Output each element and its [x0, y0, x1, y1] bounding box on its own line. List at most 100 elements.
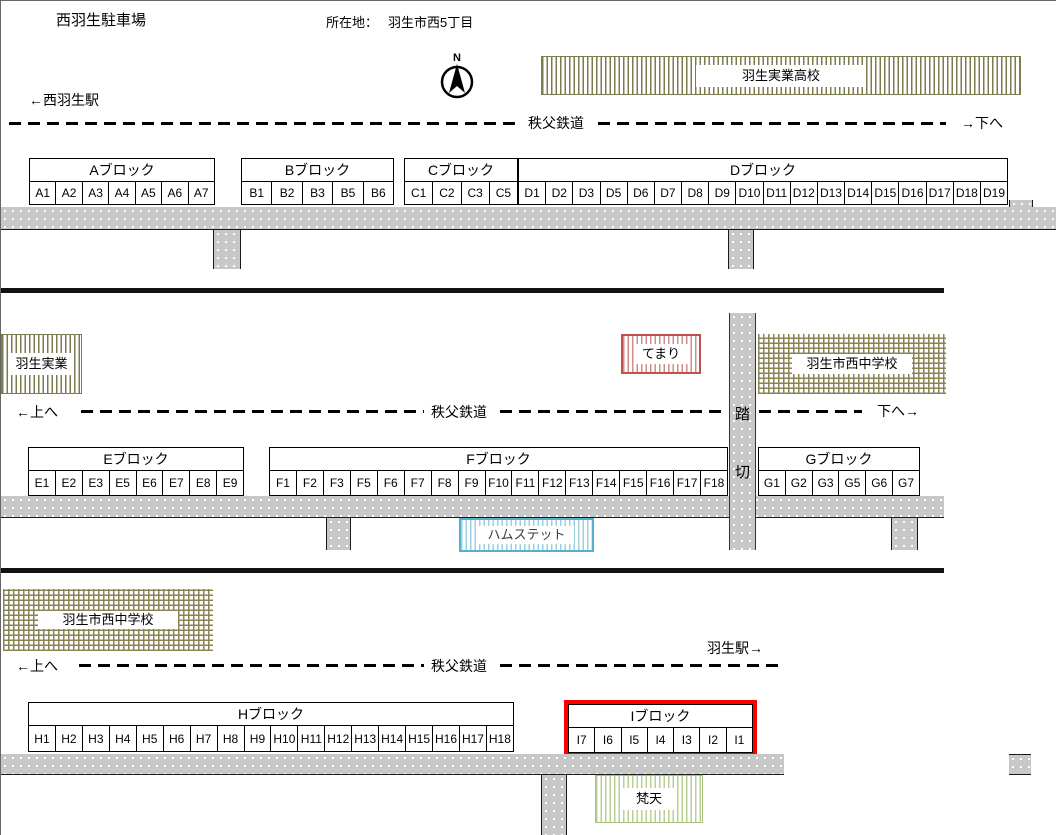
- landmark-label: てまり: [633, 344, 689, 364]
- road-stub-top-right: [1009, 200, 1033, 208]
- landmark-hanyu-jitsugyo: 羽生実業: [1, 334, 82, 394]
- parking-space-F6: F6: [377, 470, 405, 496]
- parking-space-H16: H16: [433, 725, 460, 752]
- parking-space-I3: I3: [674, 727, 701, 753]
- parking-space-F8: F8: [431, 470, 459, 496]
- parking-space-E6: E6: [136, 470, 164, 496]
- parking-space-D7: D7: [654, 181, 683, 205]
- block-E-header: Eブロック: [28, 447, 244, 471]
- parking-space-G5: G5: [839, 470, 867, 496]
- landmark-label: ハムステット: [479, 526, 574, 544]
- parking-space-A2: A2: [56, 181, 83, 205]
- parking-space-H4: H4: [109, 725, 137, 752]
- parking-space-H17: H17: [460, 725, 487, 752]
- road-branch: [891, 518, 918, 550]
- parking-space-F16: F16: [647, 470, 675, 496]
- location-value: 羽生市西5丁目: [388, 15, 474, 30]
- parking-space-D2: D2: [546, 181, 574, 205]
- railway-dashes: [79, 664, 424, 667]
- parking-space-D6: D6: [627, 181, 655, 205]
- parking-space-F13: F13: [566, 470, 594, 496]
- parking-space-E1: E1: [28, 470, 56, 496]
- road-bottom: [1, 754, 784, 775]
- parking-space-B3: B3: [302, 181, 334, 205]
- parking-space-H7: H7: [190, 725, 218, 752]
- parking-space-H1: H1: [28, 725, 56, 752]
- block-H-header: Hブロック: [28, 702, 514, 726]
- compass-icon: N: [440, 52, 474, 99]
- parking-space-D15: D15: [872, 181, 900, 205]
- parking-space-H14: H14: [379, 725, 407, 752]
- road-stub-bottom-right: [1009, 754, 1031, 775]
- north-label: N: [453, 52, 461, 64]
- parking-space-A6: A6: [162, 181, 189, 205]
- parking-space-F2: F2: [296, 470, 324, 496]
- to-down-label-top: →下へ: [961, 115, 1003, 131]
- road-middle: [1, 496, 944, 518]
- parking-space-H11: H11: [298, 725, 326, 752]
- railway-dashes: [759, 410, 862, 413]
- parking-space-D5: D5: [600, 181, 628, 205]
- parking-space-D12: D12: [790, 181, 818, 205]
- railway-dashes: [81, 410, 424, 413]
- parking-space-D17: D17: [926, 181, 954, 205]
- block-I-header: Iブロック: [568, 704, 753, 728]
- landmark-label: 羽生市西中学校: [792, 354, 912, 374]
- road-branch: [213, 230, 241, 269]
- to-nishi-hanyu-station-label: ←西羽生駅: [29, 92, 99, 108]
- parking-space-D9: D9: [709, 181, 737, 205]
- parking-space-G6: G6: [866, 470, 894, 496]
- landmark-hamstet: ハムステット: [459, 518, 594, 552]
- parking-space-H8: H8: [217, 725, 245, 752]
- parking-space-A4: A4: [109, 181, 136, 205]
- parking-space-D3: D3: [573, 181, 601, 205]
- parking-space-H10: H10: [271, 725, 299, 752]
- block-C-header: Cブロック: [404, 158, 518, 182]
- parking-space-G7: G7: [893, 470, 920, 496]
- parking-space-F10: F10: [485, 470, 513, 496]
- block-B-header: Bブロック: [241, 158, 394, 182]
- parking-space-I4: I4: [647, 727, 675, 753]
- parking-space-F3: F3: [323, 470, 351, 496]
- landmark-label: 羽生実業高校: [696, 64, 866, 87]
- parking-space-F9: F9: [458, 470, 486, 496]
- parking-space-A7: A7: [188, 181, 215, 205]
- railway-dashes: [500, 664, 779, 667]
- parking-space-A5: A5: [135, 181, 163, 205]
- parking-space-F11: F11: [512, 470, 540, 496]
- block-F-header: Fブロック: [269, 447, 728, 471]
- block-D-header: Dブロック: [518, 158, 1008, 182]
- parking-space-I5: I5: [621, 727, 648, 753]
- to-down-label-mid: 下へ→: [877, 403, 919, 419]
- road-top: [1, 207, 1056, 230]
- location-line: 所在地： 羽生市西5丁目: [326, 12, 473, 31]
- parking-space-G1: G1: [758, 470, 786, 496]
- parking-space-H18: H18: [486, 725, 514, 752]
- parking-space-D10: D10: [736, 181, 764, 205]
- crossing-label-top: 踏: [734, 406, 750, 423]
- parking-space-F18: F18: [701, 470, 728, 496]
- parking-space-D16: D16: [899, 181, 927, 205]
- parking-space-C2: C2: [433, 181, 462, 205]
- landmark-hanyu-jitsugyo-highschool: 羽生実業高校: [541, 56, 1021, 95]
- to-up-label-mid: ←上へ: [16, 404, 58, 420]
- railway-name-mid: 秩父鉄道: [431, 404, 487, 420]
- parking-space-H5: H5: [136, 725, 164, 752]
- parking-space-D14: D14: [845, 181, 873, 205]
- landmark-temari: てまり: [621, 334, 701, 374]
- parking-space-F14: F14: [593, 470, 621, 496]
- to-hanyu-station-label: 羽生駅→: [707, 640, 763, 656]
- landmark-junior-high-bottom: 羽生市西中学校: [3, 589, 213, 651]
- parking-space-D13: D13: [817, 181, 846, 205]
- block-G-header: Gブロック: [758, 447, 920, 471]
- parking-space-D18: D18: [953, 181, 981, 205]
- crossing-bar: 踏 切: [729, 313, 756, 550]
